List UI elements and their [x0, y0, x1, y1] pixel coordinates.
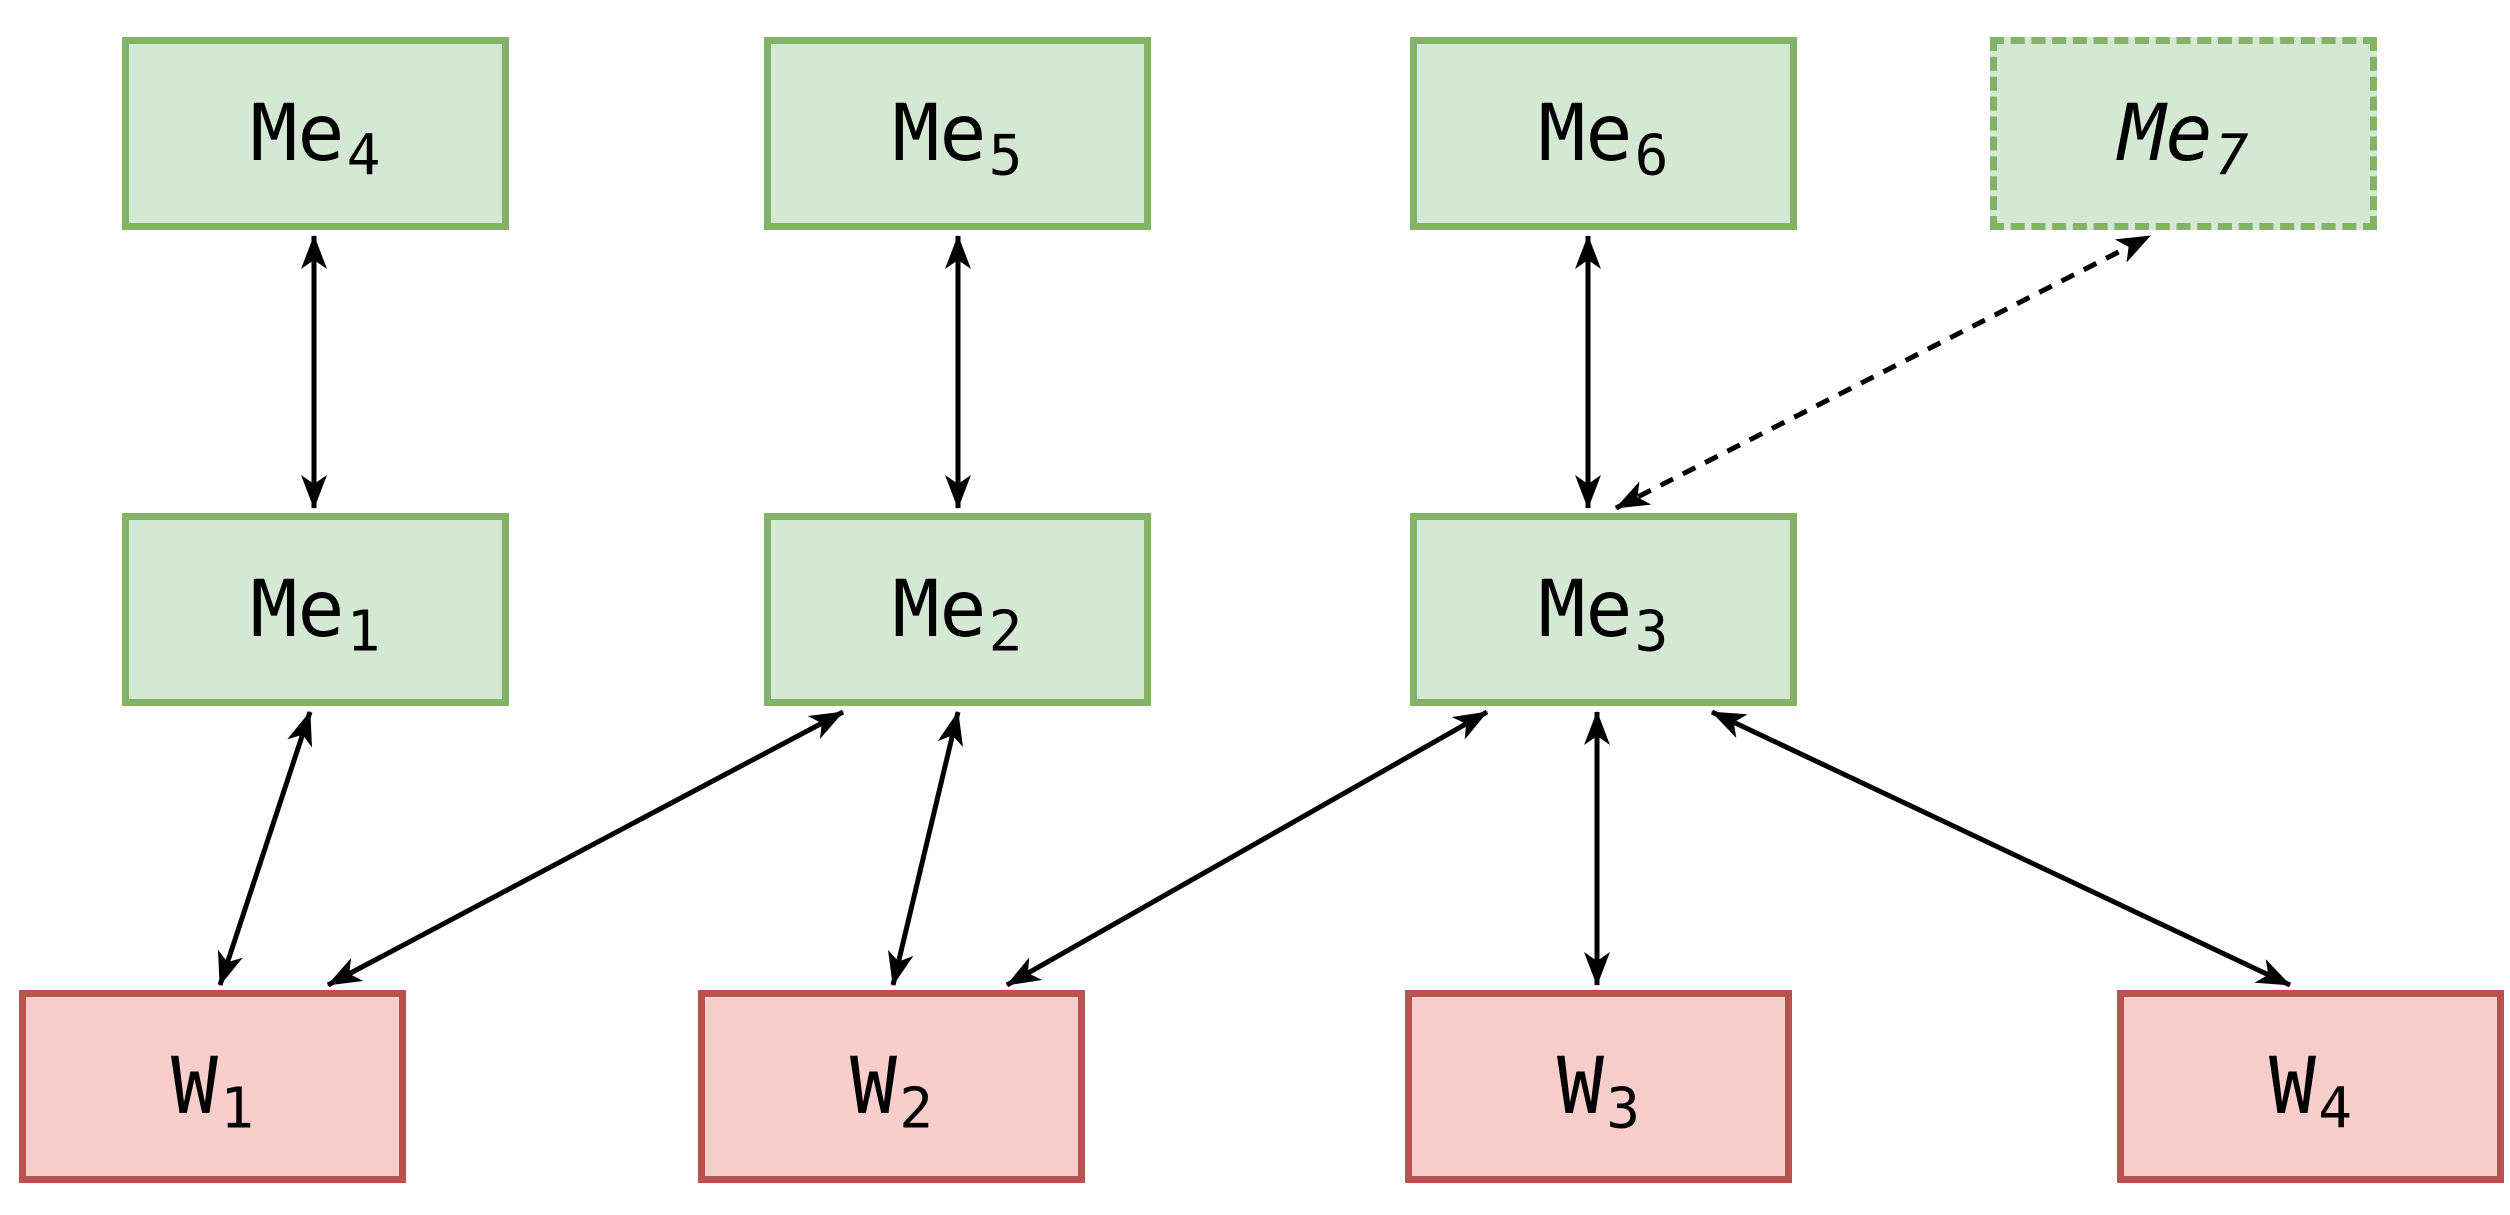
- node-me7: Me7: [1990, 37, 2377, 230]
- node-w1-label: W1: [170, 1041, 254, 1142]
- edge-me3-me7-dashed: [1614, 233, 2152, 511]
- edge-me3-w4: [1710, 709, 2292, 988]
- node-me3: Me3: [1410, 513, 1797, 706]
- node-me7-label: Me7: [2118, 88, 2249, 189]
- node-w2-label: W2: [849, 1041, 933, 1142]
- node-me3-label: Me3: [1538, 564, 1669, 665]
- node-w3: W3: [1405, 990, 1792, 1183]
- node-me6: Me6: [1410, 37, 1797, 230]
- node-w3-label: W3: [1556, 1041, 1640, 1142]
- node-me4: Me4: [122, 37, 509, 230]
- node-w4: W4: [2117, 990, 2504, 1183]
- node-me5: Me5: [764, 37, 1151, 230]
- node-me4-label: Me4: [250, 88, 381, 189]
- edge-me2-w1: [326, 709, 845, 988]
- node-me1: Me1: [122, 513, 509, 706]
- node-w1: W1: [19, 990, 406, 1183]
- node-me2-label: Me2: [892, 564, 1023, 665]
- node-me1-label: Me1: [250, 564, 381, 665]
- node-me5-label: Me5: [892, 88, 1023, 189]
- edge-me3-w2: [1005, 709, 1489, 988]
- node-me6-label: Me6: [1538, 88, 1669, 189]
- edge-me1-w1: [217, 711, 313, 986]
- node-me2: Me2: [764, 513, 1151, 706]
- node-w2: W2: [698, 990, 1085, 1183]
- node-w4-label: W4: [2268, 1041, 2352, 1142]
- edge-me2-w2: [887, 711, 964, 986]
